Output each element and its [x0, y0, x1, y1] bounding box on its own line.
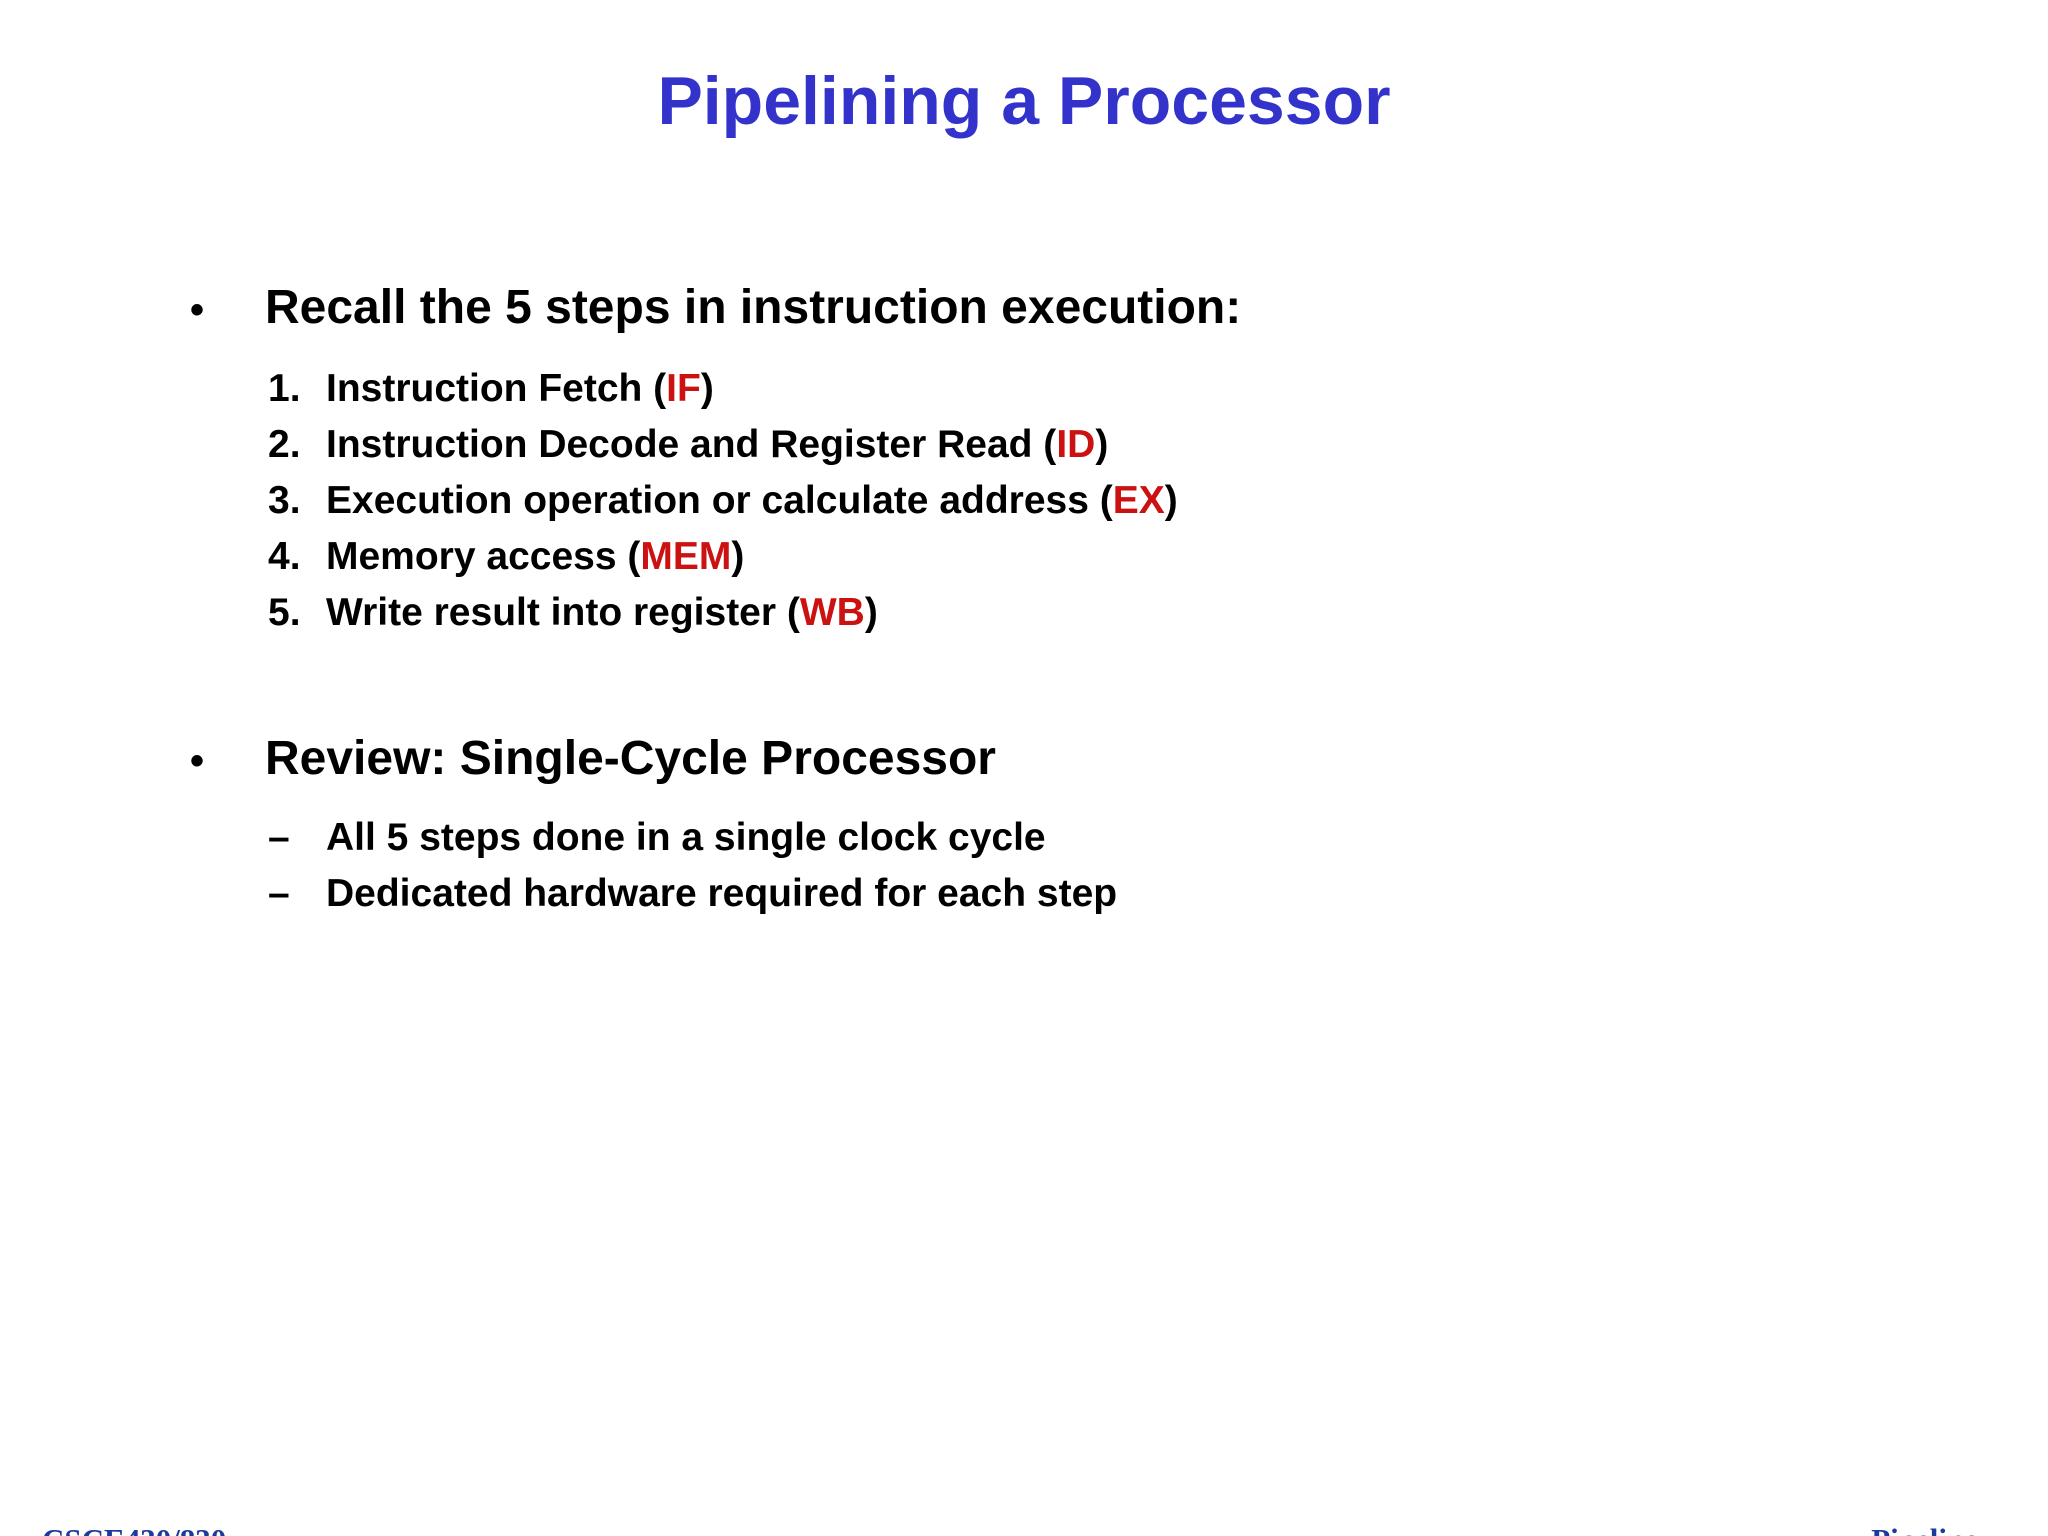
item-text: Memory access (MEM) [326, 529, 744, 585]
item-number: 1. [268, 367, 301, 411]
recall-heading-text: Recall the 5 steps in instruction execut… [265, 281, 1242, 334]
item-text-pre: Execution operation or calculate address… [326, 479, 1113, 523]
item-number: 3. [268, 479, 301, 523]
stage-abbrev: WB [799, 591, 865, 635]
review-sublist: – All 5 steps done in a single clock cyc… [268, 810, 2048, 922]
list-item: 5. Write result into register (WB) [268, 585, 2048, 641]
stage-abbrev: IF [666, 367, 701, 411]
item-text: Execution operation or calculate address… [326, 473, 1178, 529]
bullet-review-heading: • Review: Single-Cycle Processor [190, 731, 2048, 786]
bullet-icon: • [190, 739, 205, 784]
item-text-pre: Instruction Decode and Register Read ( [326, 423, 1057, 467]
item-text: Dedicated hardware required for each ste… [326, 872, 1118, 916]
footer-topic: Pipeline [1871, 1522, 1978, 1536]
dash-icon: – [268, 872, 290, 916]
item-text: Write result into register (WB) [326, 585, 878, 641]
item-number: 2. [268, 423, 301, 467]
list-item: – All 5 steps done in a single clock cyc… [268, 810, 2048, 866]
list-item: – Dedicated hardware required for each s… [268, 866, 2048, 922]
item-number: 5. [268, 591, 301, 635]
item-text: Instruction Fetch (IF) [326, 361, 714, 417]
footer-course-code: CSCE430/830 [42, 1522, 226, 1536]
item-text-post: ) [864, 591, 878, 635]
slide-title: Pipelining a Processor [657, 63, 1391, 139]
dash-icon: – [268, 816, 290, 860]
item-text-pre: Write result into register ( [326, 591, 800, 635]
slide: Pipelining a Processor • Recall the 5 st… [0, 62, 2048, 1536]
bullet-icon: • [190, 288, 205, 332]
stage-abbrev: ID [1056, 423, 1096, 467]
review-heading-text: Review: Single-Cycle Processor [265, 732, 996, 786]
list-item: 3. Execution operation or calculate addr… [268, 473, 2048, 529]
list-item: 2. Instruction Decode and Register Read … [268, 417, 2048, 473]
stage-abbrev: EX [1112, 479, 1165, 523]
item-text-pre: Memory access ( [326, 535, 641, 579]
item-text-pre: Instruction Fetch ( [326, 367, 667, 411]
bullet-recall-heading: • Recall the 5 steps in instruction exec… [190, 280, 2048, 335]
instruction-steps-list: 1. Instruction Fetch (IF) 2. Instruction… [268, 361, 2048, 641]
item-text-post: ) [731, 535, 745, 579]
slide-content: • Recall the 5 steps in instruction exec… [0, 280, 2048, 922]
list-item: 4. Memory access (MEM) [268, 529, 2048, 585]
item-text: All 5 steps done in a single clock cycle [326, 816, 1046, 860]
item-number: 4. [268, 535, 301, 579]
item-text-post: ) [1095, 423, 1109, 467]
item-text-post: ) [700, 367, 714, 411]
item-text-post: ) [1164, 479, 1178, 523]
slide-footer: CSCE430/830 Pipeline [42, 1522, 1978, 1536]
item-text: Instruction Decode and Register Read (ID… [326, 417, 1108, 473]
stage-abbrev: MEM [640, 535, 732, 579]
list-item: 1. Instruction Fetch (IF) [268, 361, 2048, 417]
